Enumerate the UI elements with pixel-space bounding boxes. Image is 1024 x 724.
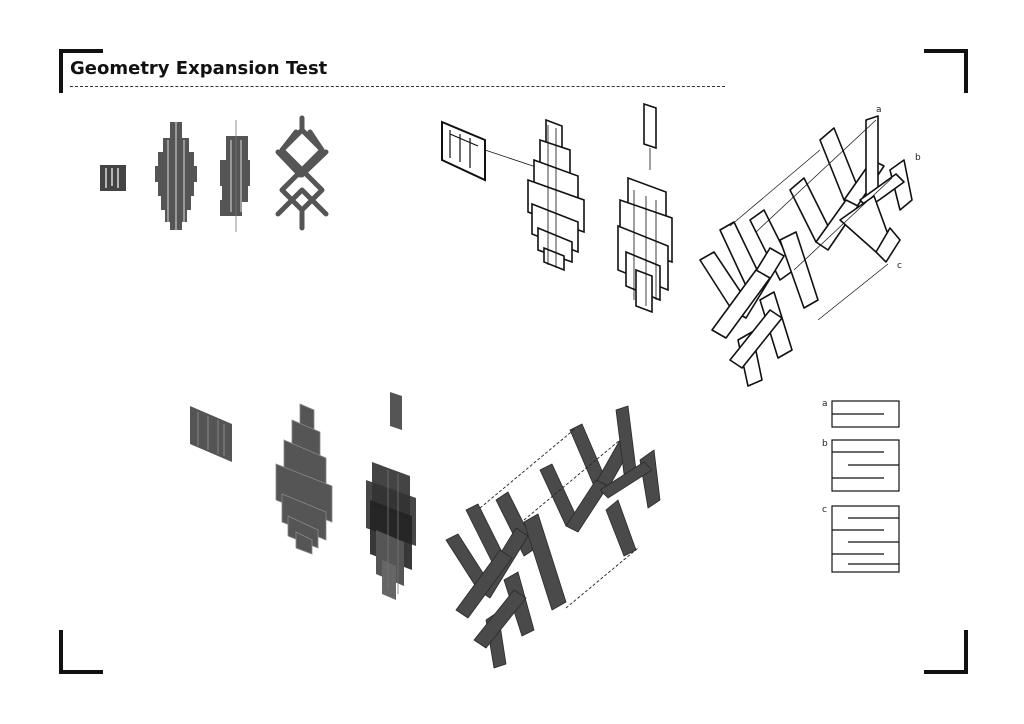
label-a-top: a [876,105,882,115]
section-legend-a [831,400,900,428]
frame-corner-top-left [59,49,103,93]
rendered-3d-lattice [445,405,661,669]
label-b-top: b [915,153,921,163]
flat-lattice [275,115,329,231]
label-a-legend: a [822,399,828,409]
outline-flat-panel [441,120,486,182]
frame-corner-top-right [924,49,968,93]
label-c-legend: c [822,505,827,515]
outline-stack [527,118,585,272]
rendered-exploded-stack [366,392,416,600]
rendered-flat-panel [190,406,232,462]
frame-corner-bottom-right [924,630,968,674]
frame-corner-bottom-left [59,630,103,674]
section-legend-b [831,439,900,492]
rendered-guide-lines [479,427,639,609]
section-legend-c [831,505,900,573]
title-divider [70,86,725,87]
outline-exploded-stack [617,102,673,314]
label-c-top: c [897,261,902,271]
lattice-guide-lines [729,119,893,321]
rendered-stack [275,403,333,555]
flat-module-offset [220,136,250,216]
page-title: Geometry Expansion Test [70,58,328,79]
flat-module-unit [100,165,126,191]
label-b-legend: b [822,439,828,449]
outline-3d-lattice [699,115,913,387]
